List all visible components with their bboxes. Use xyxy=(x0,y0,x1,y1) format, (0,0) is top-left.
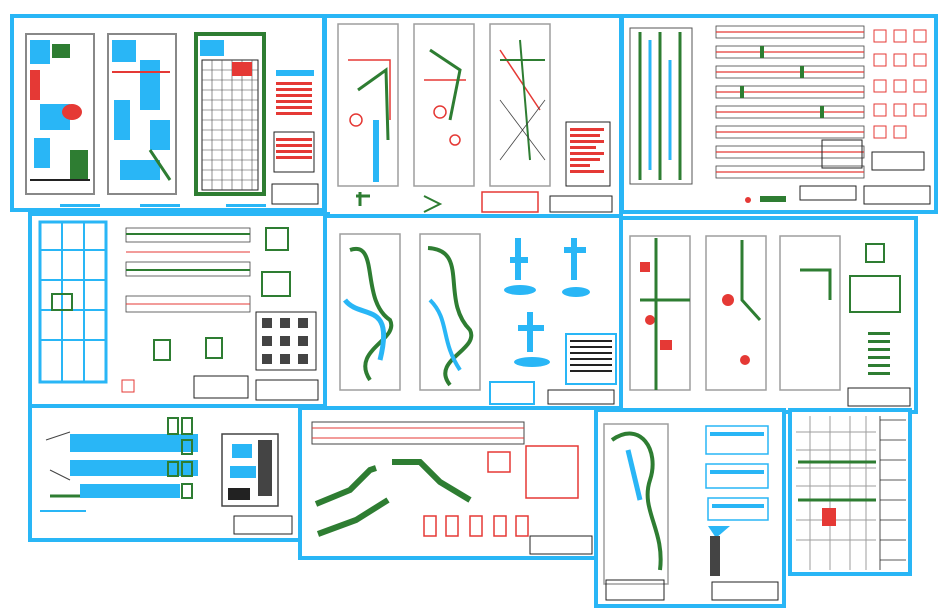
sheet-2-legend xyxy=(481,121,613,213)
building-section xyxy=(45,417,198,499)
sheet-9 xyxy=(594,408,786,608)
sheet-6 xyxy=(619,216,918,414)
sheet-7 xyxy=(28,404,302,542)
facade-elevation xyxy=(221,433,279,507)
stair-sections xyxy=(314,459,472,537)
sheet-5 xyxy=(323,214,623,410)
sheet-2 xyxy=(323,14,623,218)
sheet-10 xyxy=(788,408,912,576)
isometric-riser-panels xyxy=(705,425,769,576)
sheet-1-legend xyxy=(60,70,319,207)
footing-sections xyxy=(423,445,579,537)
roof-grid-plan xyxy=(194,32,266,196)
sheet-1 xyxy=(10,14,326,212)
sheet-8 xyxy=(298,406,598,560)
floor-plan-a xyxy=(25,33,95,195)
sheet-3 xyxy=(620,14,938,214)
riser-isometrics xyxy=(504,238,590,367)
beam-elevations xyxy=(715,25,865,179)
sheet-4 xyxy=(28,212,330,408)
footing-details xyxy=(261,227,291,297)
section-details xyxy=(873,29,927,139)
floor-plan-b xyxy=(107,33,177,195)
